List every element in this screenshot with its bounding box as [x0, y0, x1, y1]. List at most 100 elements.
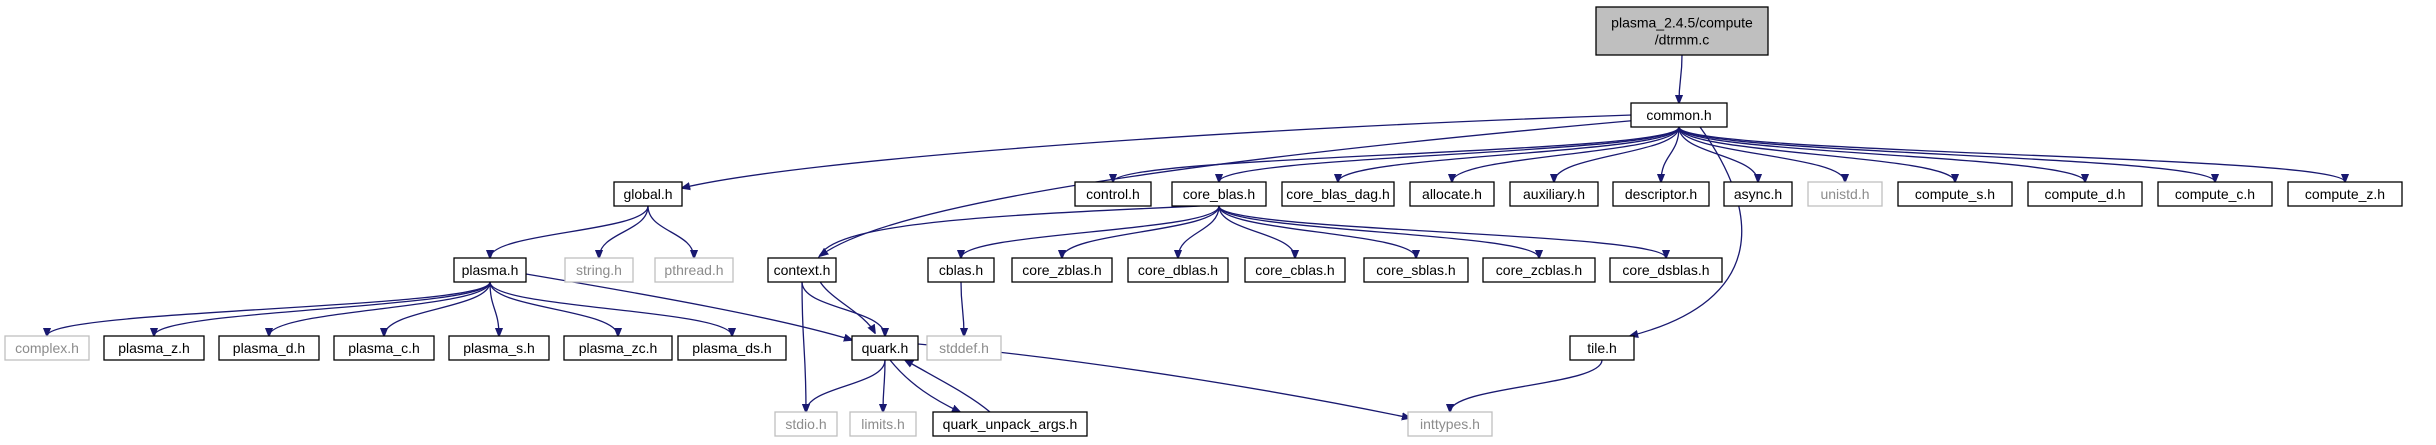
- node-box: [453, 257, 527, 283]
- node-compute-s-h[interactable]: compute_s.h: [1897, 181, 2013, 207]
- node-label: tile.h: [1587, 340, 1617, 356]
- node-context-h[interactable]: context.h: [767, 257, 837, 283]
- node-label: string.h: [576, 262, 622, 278]
- node-box: [218, 335, 320, 361]
- node-compute-z-h[interactable]: compute_z.h: [2287, 181, 2403, 207]
- node-label: plasma_s.h: [463, 340, 535, 356]
- node-label: descriptor.h: [1625, 186, 1697, 202]
- node-label: pthread.h: [664, 262, 723, 278]
- node-unistd-h: unistd.h: [1807, 181, 1883, 207]
- node-auxiliary-h[interactable]: auxiliary.h: [1509, 181, 1599, 207]
- node-stddef-h: stddef.h: [926, 335, 1002, 361]
- node-core-blas-h[interactable]: core_blas.h: [1171, 181, 1267, 207]
- node-box: [1127, 257, 1229, 283]
- node-plasma-h[interactable]: plasma.h: [453, 257, 527, 283]
- node-descriptor-h[interactable]: descriptor.h: [1612, 181, 1710, 207]
- node-label: allocate.h: [1422, 186, 1482, 202]
- node-label: inttypes.h: [1420, 416, 1480, 432]
- node-label: stddef.h: [939, 340, 989, 356]
- node-quark-unpack-args-h[interactable]: quark_unpack_args.h: [932, 411, 1088, 437]
- node-box: [1595, 6, 1769, 56]
- node-pthread-h: pthread.h: [654, 257, 734, 283]
- node-async-h[interactable]: async.h: [1723, 181, 1793, 207]
- node-box: [1171, 181, 1267, 207]
- node-box: [1244, 257, 1346, 283]
- node-label: plasma_z.h: [118, 340, 190, 356]
- edge-global_h-to-string_h: [599, 205, 649, 258]
- node-box: [333, 335, 435, 361]
- edge-plasma_h-to-plasma_ds_h: [489, 281, 732, 336]
- edge-core_blas_h-to-core_sblas_h: [1218, 205, 1416, 258]
- node-compute-c-h[interactable]: compute_c.h: [2157, 181, 2273, 207]
- node-plasma-d-h[interactable]: plasma_d.h: [218, 335, 320, 361]
- edge-context_h-to-quark_h: [801, 281, 885, 336]
- edge-common_h-to-compute_s_h: [1678, 126, 1955, 182]
- node-box: [1482, 257, 1596, 283]
- edge-common_h-to-core_blas_h: [1219, 126, 1680, 182]
- node-plasma-zc-h[interactable]: plasma_zc.h: [563, 335, 673, 361]
- node-box: [2287, 181, 2403, 207]
- node-tile-h[interactable]: tile.h: [1569, 335, 1635, 361]
- node-box: [563, 335, 673, 361]
- node-core-cblas-h[interactable]: core_cblas.h: [1244, 257, 1346, 283]
- edge-plasma_h-to-plasma_d_h: [269, 281, 491, 336]
- node-core-zblas-h[interactable]: core_zblas.h: [1011, 257, 1113, 283]
- node-box: [926, 335, 1002, 361]
- node-label: plasma_2.4.5/compute: [1611, 15, 1753, 31]
- edge-common_h-to-auxiliary_h: [1554, 126, 1680, 182]
- edge-tile_h-to-inttypes_h: [1450, 359, 1603, 412]
- node-label: core_dblas.h: [1138, 262, 1218, 278]
- node-box: [1569, 335, 1635, 361]
- node-plasma-s-h[interactable]: plasma_s.h: [448, 335, 550, 361]
- node-box: [1363, 257, 1469, 283]
- node-box: [448, 335, 550, 361]
- node-stdio-h: stdio.h: [774, 411, 838, 437]
- edge-plasma_h-to-plasma_s_h: [489, 281, 499, 336]
- node-box: [1609, 257, 1723, 283]
- node-box: [1630, 102, 1728, 128]
- node-label: compute_d.h: [2045, 186, 2126, 202]
- edge-common_h-to-core_blas_dag_h: [1338, 126, 1680, 182]
- node-box: [1509, 181, 1599, 207]
- edge-plasma_h-to-plasma_zc_h: [489, 281, 618, 336]
- node-compute-d-h[interactable]: compute_d.h: [2027, 181, 2143, 207]
- edge-plasma_h-to-plasma_c_h: [384, 281, 491, 336]
- node-box: [1723, 181, 1793, 207]
- node-label: quark.h: [862, 340, 909, 356]
- edge-core_blas_h-to-core_zcblas_h: [1218, 205, 1539, 258]
- edge-plasma_h-to-plasma_z_h: [154, 281, 491, 336]
- node-core-dsblas-h[interactable]: core_dsblas.h: [1609, 257, 1723, 283]
- node-box: [932, 411, 1088, 437]
- node-global-h[interactable]: global.h: [613, 181, 683, 207]
- node-box: [1612, 181, 1710, 207]
- edge-common_h-to-descriptor_h: [1661, 126, 1680, 182]
- node-quark-h[interactable]: quark.h: [851, 335, 919, 361]
- edge-core_blas_h-to-core_dblas_h: [1178, 205, 1220, 258]
- edge-quark_h-to-quark_unpack_args_h: [889, 359, 960, 412]
- node-box: [1807, 181, 1883, 207]
- node-label: control.h: [1086, 186, 1140, 202]
- node-core-blas-dag-h[interactable]: core_blas_dag.h: [1281, 181, 1395, 207]
- node-cblas-h[interactable]: cblas.h: [927, 257, 995, 283]
- node-label: compute_z.h: [2305, 186, 2385, 202]
- node-root[interactable]: plasma_2.4.5/compute/dtrmm.c: [1595, 6, 1769, 56]
- edge-core_blas_h-to-core_dsblas_h: [1218, 205, 1666, 258]
- node-label: plasma.h: [462, 262, 519, 278]
- node-plasma-c-h[interactable]: plasma_c.h: [333, 335, 435, 361]
- edge-global_h-to-pthread_h: [647, 205, 694, 258]
- node-plasma-z-h[interactable]: plasma_z.h: [103, 335, 205, 361]
- edge-common_h-to-unistd_h: [1678, 126, 1845, 182]
- node-control-h[interactable]: control.h: [1074, 181, 1152, 207]
- edge-common_h-to-context_h: [820, 119, 1641, 256]
- node-core-zcblas-h[interactable]: core_zcblas.h: [1482, 257, 1596, 283]
- node-allocate-h[interactable]: allocate.h: [1409, 181, 1495, 207]
- node-label: unistd.h: [1820, 186, 1869, 202]
- node-core-sblas-h[interactable]: core_sblas.h: [1363, 257, 1469, 283]
- node-box: [1407, 411, 1493, 437]
- node-label: global.h: [623, 186, 672, 202]
- node-common-h[interactable]: common.h: [1630, 102, 1728, 128]
- node-label: core_sblas.h: [1376, 262, 1455, 278]
- node-label: common.h: [1646, 107, 1711, 123]
- node-plasma-ds-h[interactable]: plasma_ds.h: [677, 335, 787, 361]
- node-core-dblas-h[interactable]: core_dblas.h: [1127, 257, 1229, 283]
